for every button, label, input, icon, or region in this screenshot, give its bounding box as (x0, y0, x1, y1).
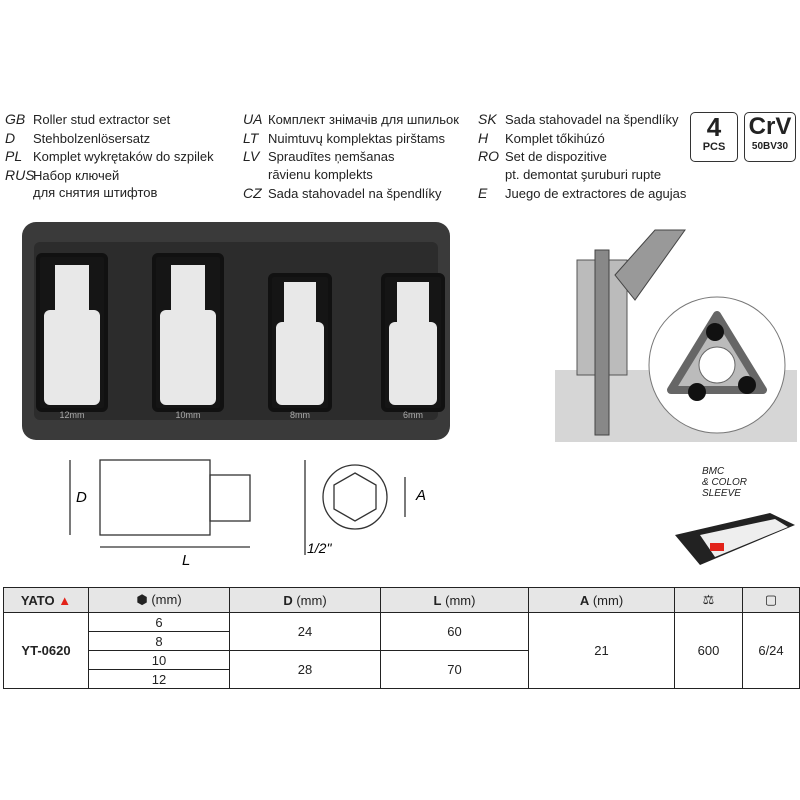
packaging-image (675, 513, 795, 565)
socket-tray-image: 12mm 10mm 8mm 6mm (22, 222, 450, 440)
tray-label: 6mm (403, 410, 423, 420)
tray-label: 10mm (175, 410, 200, 420)
product-code: YT-0620 (21, 643, 71, 658)
box-icon: ▢ (742, 587, 800, 613)
product-name-cont: pt. demontat şuruburi rupte (505, 166, 662, 182)
dim-drive: 1/2" (307, 540, 332, 556)
spec-table: YATO ▲ ⬢ (mm) D (mm) L (mm) A (mm) ⚖ ▢ Y… (3, 587, 800, 689)
product-name-cont: для снятия штифтов (33, 185, 158, 200)
product-name-cont: rāvienu komplekts (268, 166, 373, 182)
hex-icon: ⬢ (136, 592, 148, 607)
dim-L: L (182, 552, 190, 569)
tray-label: 8mm (290, 410, 310, 420)
pieces-badge: 4 PCS (690, 112, 738, 162)
socket-dimension-drawing: D L A 1/2" (69, 459, 426, 569)
weight-icon: ⚖ (674, 587, 743, 613)
packaging-label: BMC & COLOR SLEEVE (702, 466, 748, 499)
material-badge: CrV 50BV30 (744, 112, 796, 162)
product-name-rus: RUSНабор ключей (5, 166, 120, 183)
tray-label: 12mm (59, 410, 84, 420)
dim-A: A (415, 487, 426, 504)
brand-logo: YATO ▲ (3, 587, 89, 613)
usage-diagram (555, 229, 797, 442)
dim-D: D (76, 489, 87, 506)
